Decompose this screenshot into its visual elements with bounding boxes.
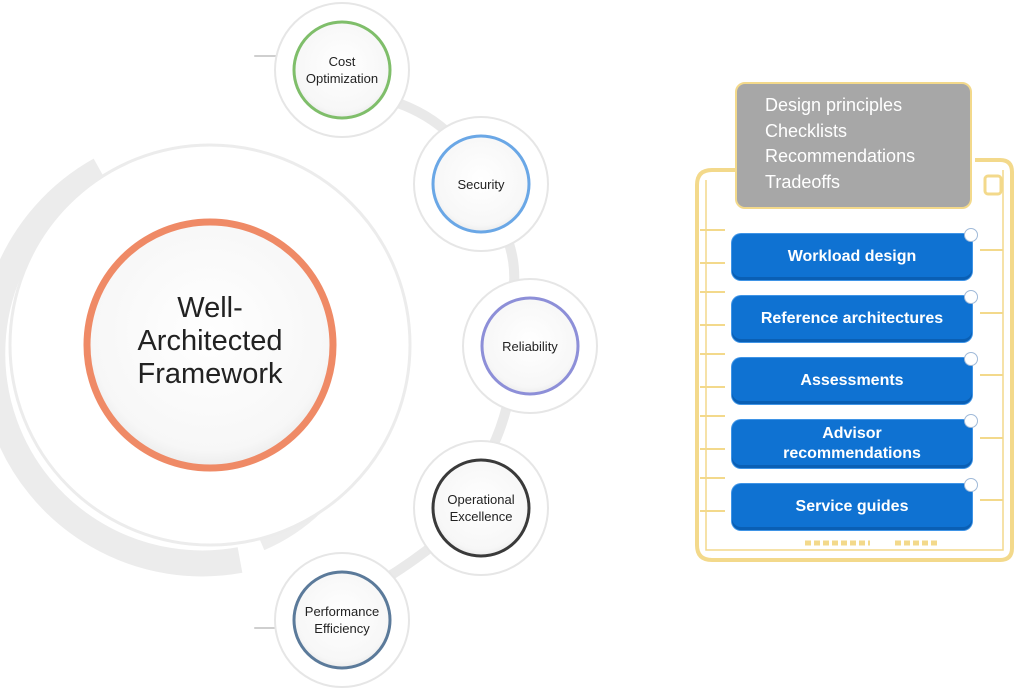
pillar-label-line: Efficiency (314, 621, 370, 636)
pillar-operational-excellence (413, 440, 549, 576)
pillar-cost-optimization (274, 2, 410, 138)
resource-label: Workload design (787, 248, 917, 265)
resource-label: Service guides (795, 498, 909, 515)
connector-knob (964, 352, 978, 366)
center-hub (8, 143, 412, 547)
pillar-label-line: Optimization (305, 71, 379, 86)
resource-workload-design[interactable]: Workload design (732, 228, 978, 280)
topic-item: Checklists (765, 120, 848, 141)
connector-knob (964, 228, 978, 242)
resource-assessments[interactable]: Assessments (732, 352, 978, 404)
resource-label-line: Advisor (822, 425, 882, 442)
pillar-label-reliability: Reliability (480, 338, 580, 355)
pillar-label-security: Security (431, 176, 531, 193)
topic-item: Recommendations (765, 146, 916, 166)
center-title-line: Framework (137, 358, 283, 390)
pillar-security (413, 116, 549, 252)
resource-label: Assessments (800, 372, 904, 389)
connector-knob (964, 290, 978, 304)
pillar-reliability (462, 278, 598, 414)
pillar-performance-efficiency (274, 552, 410, 688)
connector-knob (964, 414, 978, 428)
resource-reference-architectures[interactable]: Reference architectures (732, 290, 978, 342)
resource-label: Advisor recommendations (783, 424, 921, 464)
resource-advisor-recommendations[interactable]: Advisor recommendations (732, 414, 978, 468)
topic-item: Tradeoffs (765, 171, 841, 192)
pillar-label-line: Cost (328, 54, 356, 69)
resource-frame (695, 158, 1014, 562)
connector-knob (964, 478, 978, 492)
resource-label-line: recommendations (783, 445, 921, 462)
pillar-label-line: Operational (447, 492, 515, 507)
pillar-label-line: Excellence (449, 509, 513, 524)
pillar-label-line: Performance (304, 604, 380, 619)
resource-service-guides[interactable]: Service guides (732, 478, 978, 530)
pillar-label-line: Reliability (502, 339, 558, 354)
center-title-line: Well- (177, 292, 243, 324)
pillar-label-line: Security (457, 177, 505, 192)
center-title-line: Architected (137, 325, 283, 357)
topic-item: Design principles (765, 95, 903, 115)
resource-label: Reference architectures (760, 310, 944, 327)
guidance-topics-box: Design principles Checklists Recommendat… (735, 82, 972, 209)
